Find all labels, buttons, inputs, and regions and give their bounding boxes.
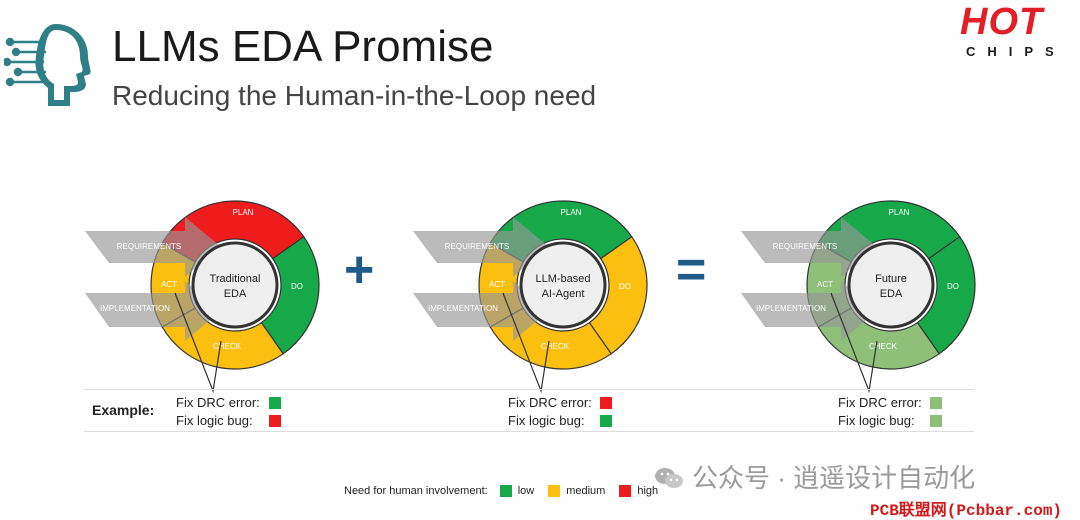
- fix-drc-label-1: Fix DRC error:: [176, 395, 260, 410]
- requirements-label: REQUIREMENTS: [117, 242, 181, 251]
- wechat-icon: [654, 466, 684, 490]
- equals-operator: =: [676, 241, 707, 299]
- fix-drc-swatch-1: [269, 397, 281, 409]
- act-label: ACT: [161, 280, 177, 289]
- implementation-label: IMPLEMENTATION: [756, 304, 826, 313]
- requirements-arrow: [413, 217, 549, 277]
- do-label: DO: [947, 282, 959, 291]
- implementation-label: IMPLEMENTATION: [428, 304, 498, 313]
- center-label-line2: EDA: [224, 288, 247, 300]
- implementation-arrow: [413, 281, 549, 341]
- plus-operator: +: [344, 241, 375, 299]
- plan-label: PLAN: [561, 208, 582, 217]
- legend-item-medium: medium: [566, 485, 606, 497]
- requirements-arrow: [741, 217, 877, 277]
- page-title: LLMs EDA Promise: [112, 22, 494, 71]
- requirements-arrow: [85, 217, 221, 277]
- center-label-line1: LLM-based: [535, 273, 590, 285]
- legend-item-high: high: [637, 485, 659, 497]
- plan-label: PLAN: [233, 208, 254, 217]
- fix-logic-swatch-3: [930, 415, 942, 427]
- do-segment: [588, 235, 648, 355]
- fix-drc-label-3: Fix DRC error:: [838, 395, 922, 410]
- check-label: CHECK: [213, 342, 242, 351]
- do-segment: [260, 235, 320, 355]
- watermark-text: 公众号 · 逍遥设计自动化: [692, 463, 976, 493]
- center-label-line2: EDA: [880, 288, 903, 300]
- fix-drc-label-2: Fix DRC error:: [508, 395, 592, 410]
- center-circle: [519, 241, 607, 329]
- fix-drc-swatch-3: [930, 397, 942, 409]
- fix-logic-label-2: Fix logic bug:: [508, 413, 585, 428]
- fix-drc-swatch-2: [600, 397, 612, 409]
- legend-swatch-high: [619, 485, 632, 497]
- plan-label: PLAN: [889, 208, 910, 217]
- example-pointer: [502, 292, 550, 394]
- legend-item-low: low: [517, 485, 535, 497]
- center-circle: [847, 241, 935, 329]
- act-label: ACT: [489, 280, 505, 289]
- example-pointer: [830, 292, 878, 394]
- fix-logic-swatch-2: [600, 415, 612, 427]
- wechat-watermark: 公众号 · 逍遥设计自动化: [654, 458, 975, 495]
- site-watermark: PCB联盟网(Pcbbar.com): [870, 502, 1063, 520]
- do-label: DO: [291, 282, 303, 291]
- center-label-line2: AI-Agent: [542, 288, 585, 300]
- implementation-label: IMPLEMENTATION: [100, 304, 170, 313]
- center-label-line1: Traditional: [210, 273, 261, 285]
- example-label: Example:: [92, 402, 155, 418]
- requirements-label: REQUIREMENTS: [445, 242, 509, 251]
- fix-logic-label-1: Fix logic bug:: [176, 413, 253, 428]
- legend-swatch-medium: [548, 485, 561, 497]
- head-profile-icon: [4, 24, 91, 106]
- fix-logic-swatch-1: [269, 415, 281, 427]
- hot-chips-logo-top: HOT: [960, 1, 1044, 43]
- check-label: CHECK: [869, 342, 898, 351]
- center-label-line1: Future: [875, 273, 907, 285]
- implementation-arrow: [85, 281, 221, 341]
- act-label: ACT: [817, 280, 833, 289]
- requirements-label: REQUIREMENTS: [773, 242, 837, 251]
- legend-swatch-low: [499, 485, 512, 497]
- hot-chips-logo-bottom: CHIPS: [966, 44, 1066, 59]
- legend: Need for human involvement: low medium h…: [344, 485, 658, 497]
- implementation-arrow: [741, 281, 877, 341]
- example-top-divider: [84, 389, 974, 390]
- check-label: CHECK: [541, 342, 570, 351]
- do-segment: [916, 235, 976, 355]
- fix-logic-label-3: Fix logic bug:: [838, 413, 915, 428]
- legend-label: Need for human involvement:: [344, 485, 488, 497]
- center-circle: [191, 241, 279, 329]
- page-subtitle: Reducing the Human-in-the-Loop need: [112, 80, 597, 111]
- example-bottom-divider: [84, 431, 974, 432]
- do-label: DO: [619, 282, 631, 291]
- example-pointer: [174, 292, 222, 394]
